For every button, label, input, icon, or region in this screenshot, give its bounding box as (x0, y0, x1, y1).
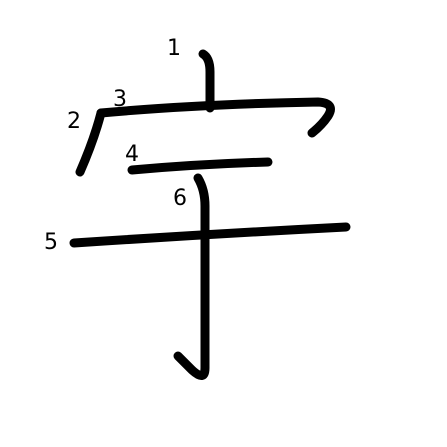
stroke-6 (173, 173, 210, 380)
stroke-number-2: 2 (67, 109, 81, 134)
stroke-number-4: 4 (125, 142, 139, 167)
stroke-1 (198, 49, 215, 113)
stroke-3 (96, 97, 335, 138)
stroke-number-5: 5 (44, 230, 58, 255)
stroke-number-6: 6 (173, 186, 187, 211)
stroke-number-1: 1 (167, 36, 181, 61)
stroke-5 (69, 222, 351, 248)
stroke-2 (75, 108, 106, 177)
stroke-4 (127, 157, 273, 175)
stroke-number-3: 3 (113, 87, 127, 112)
